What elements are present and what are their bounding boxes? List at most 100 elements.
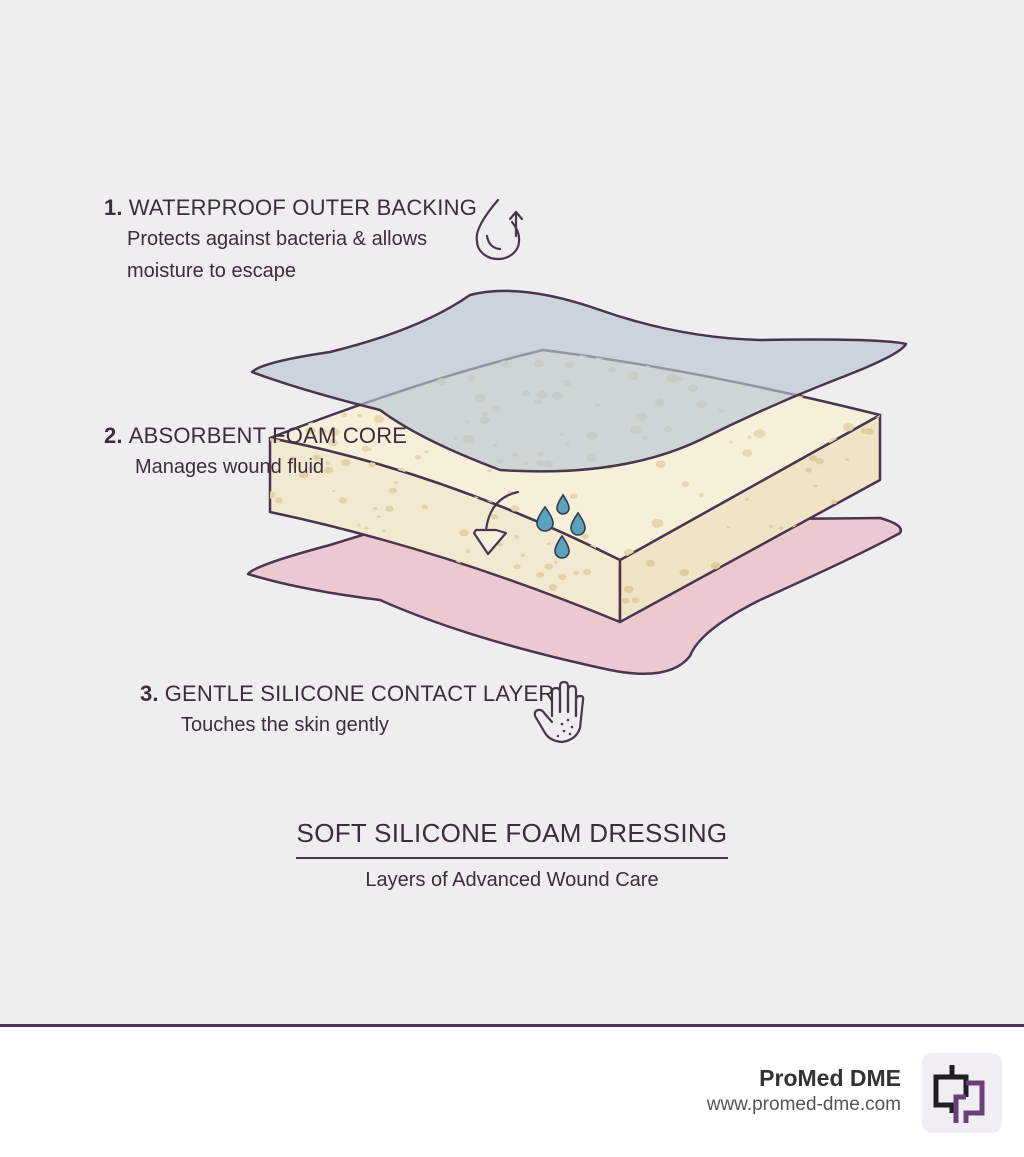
foam-pore bbox=[361, 445, 370, 452]
foam-pore bbox=[513, 564, 521, 570]
layer-1-title: WATERPROOF OUTER BACKING bbox=[128, 195, 478, 220]
foam-pore bbox=[294, 588, 304, 596]
footer: ProMed DME www.promed-dme.com bbox=[0, 1024, 1024, 1157]
layer-3-title: GENTLE SILICONE CONTACT LAYER bbox=[164, 681, 555, 706]
dressing-layers-diagram bbox=[246, 198, 908, 744]
foam-pore bbox=[270, 438, 280, 444]
foam-pore bbox=[553, 560, 558, 564]
foam-pore bbox=[520, 553, 526, 558]
foam-pore bbox=[681, 481, 690, 487]
foam-pore bbox=[373, 415, 385, 423]
foam-pore bbox=[297, 402, 306, 409]
layer-1-heading: 1.WATERPROOF OUTER BACKING bbox=[104, 195, 477, 221]
foam-pore bbox=[739, 616, 750, 622]
foam-pore bbox=[820, 607, 825, 611]
foam-pore bbox=[842, 423, 854, 432]
layer-3-description: Touches the skin gently bbox=[181, 714, 389, 736]
foam-pore bbox=[328, 427, 340, 437]
foam-pore bbox=[655, 460, 666, 468]
layer-3-label: 3.GENTLE SILICONE CONTACT LAYER Touches … bbox=[140, 681, 554, 739]
foam-pore bbox=[424, 450, 429, 454]
hand-icon bbox=[533, 680, 585, 744]
foam-pore bbox=[536, 571, 545, 578]
foam-pore bbox=[581, 533, 589, 540]
brand-block: ProMed DME www.promed-dme.com bbox=[707, 1065, 901, 1116]
foam-pore bbox=[753, 429, 766, 438]
brand-name: ProMed DME bbox=[759, 1065, 901, 1091]
foam-pore bbox=[815, 458, 824, 465]
foam-pore bbox=[747, 435, 752, 439]
foam-pore bbox=[569, 493, 578, 499]
droplets-icon bbox=[536, 493, 586, 559]
foam-pore bbox=[710, 561, 721, 570]
foam-pore bbox=[558, 573, 567, 581]
foam-pore bbox=[514, 535, 520, 539]
foam-pore bbox=[465, 549, 471, 553]
layer-2-title: ABSORBENT FOAM CORE bbox=[128, 423, 408, 448]
foam-pore bbox=[294, 547, 301, 553]
foam-pore bbox=[381, 529, 386, 533]
foam-pore bbox=[645, 559, 656, 567]
foam-pore bbox=[631, 597, 640, 604]
foam-pore bbox=[318, 428, 328, 436]
foam-pore bbox=[332, 489, 336, 493]
foam-pore bbox=[394, 481, 399, 485]
foam-pore bbox=[510, 504, 520, 512]
foam-pore bbox=[309, 467, 314, 471]
foam-pore bbox=[313, 531, 321, 538]
foam-pore bbox=[651, 518, 664, 528]
diagram-subtitle: Layers of Advanced Wound Care bbox=[365, 869, 659, 891]
foam-pore bbox=[274, 497, 283, 504]
foam-pore bbox=[373, 506, 378, 511]
foam-pore bbox=[324, 466, 334, 474]
foam-pore bbox=[726, 526, 730, 529]
layer-2-description: Manages wound fluid bbox=[135, 456, 325, 478]
foam-pore bbox=[338, 497, 348, 504]
layer-2-heading: 2.ABSORBENT FOAM CORE bbox=[104, 423, 407, 449]
foam-pore bbox=[769, 524, 774, 528]
foam-pore bbox=[573, 570, 579, 575]
foam-pore bbox=[351, 613, 357, 618]
layer-3-number: 3. bbox=[140, 681, 159, 706]
foam-pore bbox=[845, 458, 850, 461]
layer-2-number: 2. bbox=[104, 423, 123, 448]
foam-pore bbox=[548, 584, 558, 591]
foam-pore bbox=[778, 526, 784, 530]
foam-pore bbox=[487, 469, 492, 473]
foam-pore bbox=[356, 523, 361, 527]
foam-pore bbox=[305, 426, 316, 435]
foam-pore bbox=[414, 454, 422, 460]
foam-pore bbox=[743, 612, 753, 619]
foam-pore bbox=[846, 569, 852, 573]
fluid-arrow-icon bbox=[472, 490, 520, 556]
layer-1-description-line-1: Protects against bacteria & allows bbox=[127, 228, 428, 250]
foam-pore bbox=[421, 504, 428, 510]
foam-pore bbox=[368, 462, 376, 468]
foam-pore bbox=[546, 542, 551, 546]
foam-pore bbox=[270, 523, 275, 528]
foam-pore bbox=[348, 613, 352, 616]
foam-pore bbox=[864, 427, 874, 435]
brand-url[interactable]: www.promed-dme.com bbox=[706, 1094, 901, 1115]
foam-pore bbox=[624, 585, 634, 594]
foam-pore bbox=[270, 491, 276, 499]
foam-pore bbox=[544, 563, 553, 570]
foam-pore bbox=[388, 487, 397, 494]
foam-pore bbox=[742, 449, 753, 457]
foam-pore bbox=[852, 615, 859, 621]
foam-pore bbox=[497, 542, 503, 547]
foam-pore bbox=[341, 459, 351, 467]
foam-pore bbox=[857, 596, 862, 600]
foam-pore bbox=[771, 621, 777, 622]
foam-pore bbox=[583, 568, 592, 576]
foam-pore bbox=[745, 497, 750, 501]
diagram-title-block: SOFT SILICONE FOAM DRESSING Layers of Ad… bbox=[296, 818, 728, 892]
foam-pore bbox=[621, 597, 630, 604]
foam-pore bbox=[376, 515, 381, 519]
foam-pore bbox=[364, 526, 369, 530]
foam-pore bbox=[357, 413, 363, 418]
layer-2-label: 2.ABSORBENT FOAM CORE Manages wound flui… bbox=[104, 423, 407, 481]
foam-pore bbox=[385, 505, 394, 512]
foam-pore bbox=[312, 594, 321, 601]
foam-pore bbox=[862, 565, 869, 571]
